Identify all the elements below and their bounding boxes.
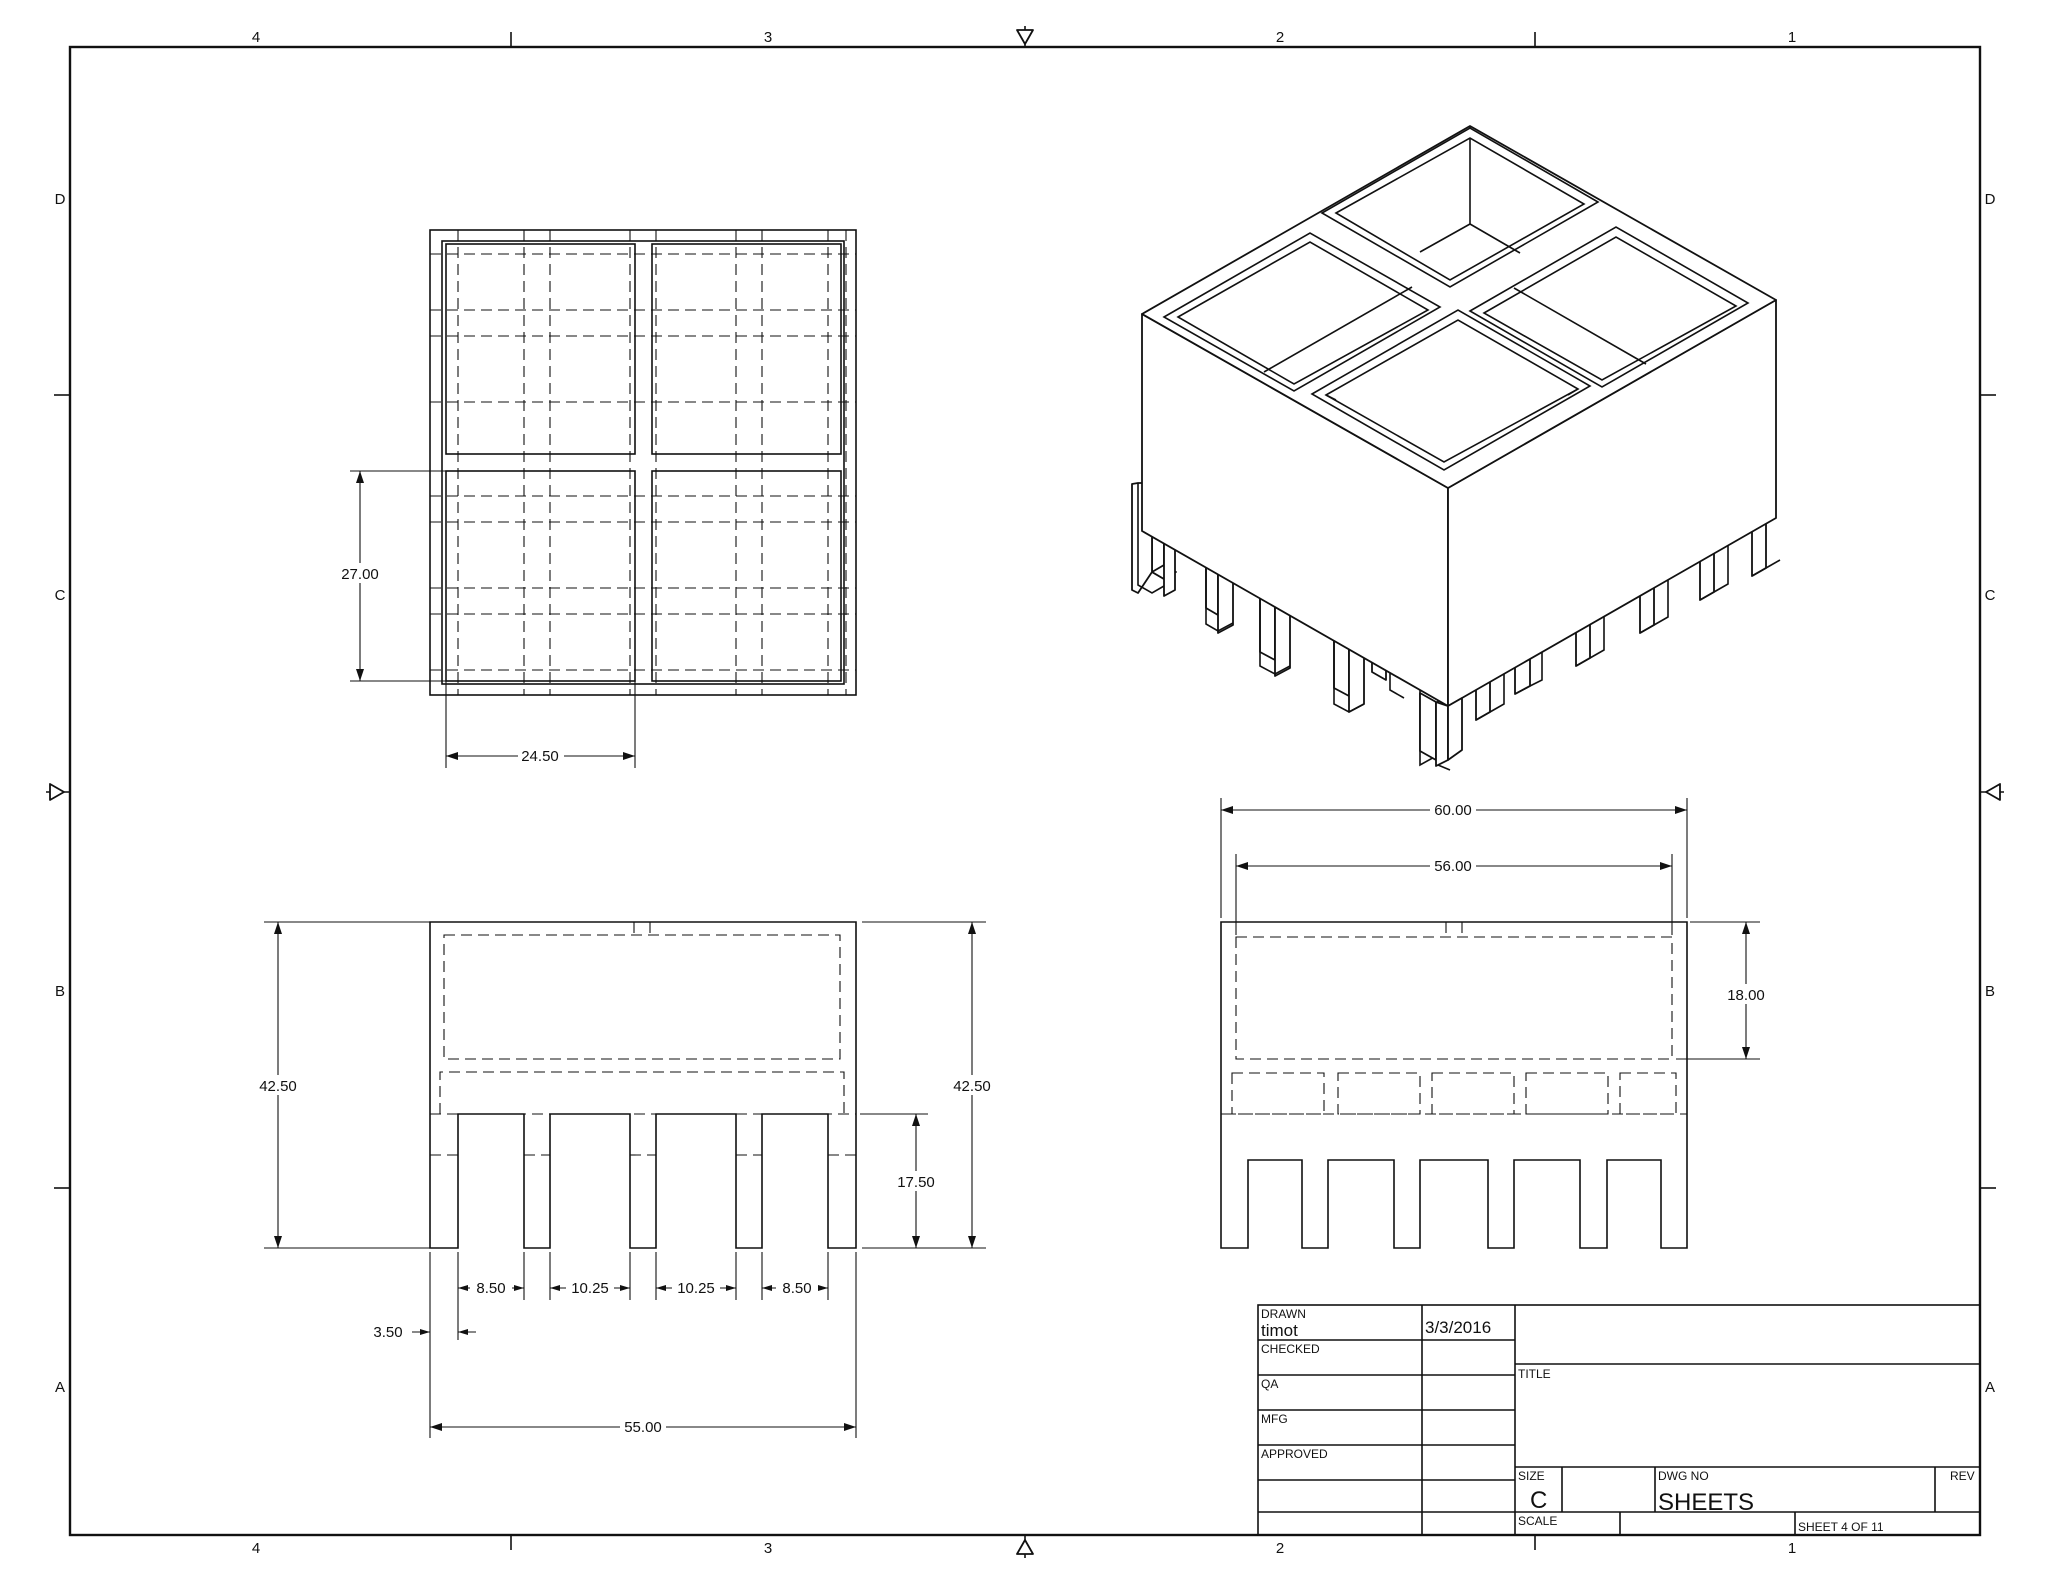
zone-row-left-4: A: [55, 1379, 65, 1396]
zone-row-right-4: A: [1985, 1379, 1995, 1396]
tb-drawn-label: DRAWN: [1261, 1307, 1306, 1321]
tb-rev-label: REV: [1950, 1469, 1975, 1483]
dim-side-overall-width: 60.00: [1434, 802, 1472, 819]
dim-side-inner-width: 56.00: [1434, 858, 1472, 875]
dim-front-leg-height: 17.50: [897, 1174, 935, 1191]
dim-side-pocket-depth: 18.00: [1727, 987, 1765, 1004]
tb-drawn-date: 3/3/2016: [1425, 1318, 1491, 1337]
tb-mfg-label: MFG: [1261, 1412, 1288, 1426]
zone-labels: 4 3 2 1 4 3 2 1 D C B A D C B A: [55, 29, 1996, 1557]
tb-drawn-by: timot: [1261, 1321, 1298, 1340]
zone-col-top-1: 4: [252, 29, 260, 46]
top-view: 27.00 24.50: [338, 229, 857, 768]
tb-dwg-no-label: DWG NO: [1658, 1469, 1709, 1483]
zone-row-right-1: D: [1985, 191, 1996, 208]
tb-qa-label: QA: [1261, 1377, 1278, 1391]
iso-top-face: [1141, 125, 1777, 489]
tb-scale-label: SCALE: [1518, 1514, 1557, 1528]
zone-col-bottom-3: 2: [1276, 1540, 1284, 1557]
zone-row-right-3: B: [1985, 983, 1995, 1000]
zone-row-left-1: D: [55, 191, 66, 208]
dim-top-view-height: 27.00: [341, 566, 379, 583]
zone-col-bottom-4: 1: [1788, 1540, 1796, 1557]
dim-leg-gap-4: 8.50: [782, 1280, 811, 1297]
front-view: 42.50 42.50 17.50 8.50 10.25: [256, 921, 994, 1438]
dim-front-height-left: 42.50: [259, 1078, 297, 1095]
tb-size-value: C: [1530, 1487, 1547, 1514]
side-view: 60.00 56.00 18.00: [1220, 798, 1768, 1249]
isometric-view: [1131, 125, 1781, 771]
tb-title-label: TITLE: [1518, 1367, 1551, 1381]
zone-col-top-2: 3: [764, 29, 772, 46]
zone-col-bottom-1: 4: [252, 1540, 260, 1557]
dim-top-view-width: 24.50: [521, 748, 559, 765]
centering-mark-top: [1016, 26, 1034, 47]
title-block: DRAWN timot 3/3/2016 CHECKED QA MFG APPR…: [1257, 1304, 1981, 1536]
tb-approved-label: APPROVED: [1261, 1447, 1328, 1461]
dim-leg-width: 3.50: [373, 1324, 402, 1341]
zone-col-bottom-2: 3: [764, 1540, 772, 1557]
dim-leg-gap-3: 10.25: [677, 1280, 715, 1297]
zone-row-left-3: B: [55, 983, 65, 1000]
dim-front-overall-width: 55.00: [624, 1419, 662, 1436]
centering-mark-bottom: [1016, 1535, 1034, 1558]
tb-size-label: SIZE: [1518, 1469, 1545, 1483]
tb-sheet-label: SHEET 4 OF 11: [1798, 1520, 1884, 1534]
zone-row-right-2: C: [1985, 587, 1996, 604]
dim-leg-gap-2: 10.25: [571, 1280, 609, 1297]
dim-leg-gap-1: 8.50: [476, 1280, 505, 1297]
centering-mark-left: [46, 783, 70, 801]
zone-col-top-4: 1: [1788, 29, 1796, 46]
zone-col-top-3: 2: [1276, 29, 1284, 46]
centering-mark-right: [1980, 783, 2004, 801]
tb-dwg-no-value: SHEETS: [1658, 1489, 1754, 1516]
tb-checked-label: CHECKED: [1261, 1342, 1320, 1356]
dim-front-height-right: 42.50: [953, 1078, 991, 1095]
zone-row-left-2: C: [55, 587, 66, 604]
